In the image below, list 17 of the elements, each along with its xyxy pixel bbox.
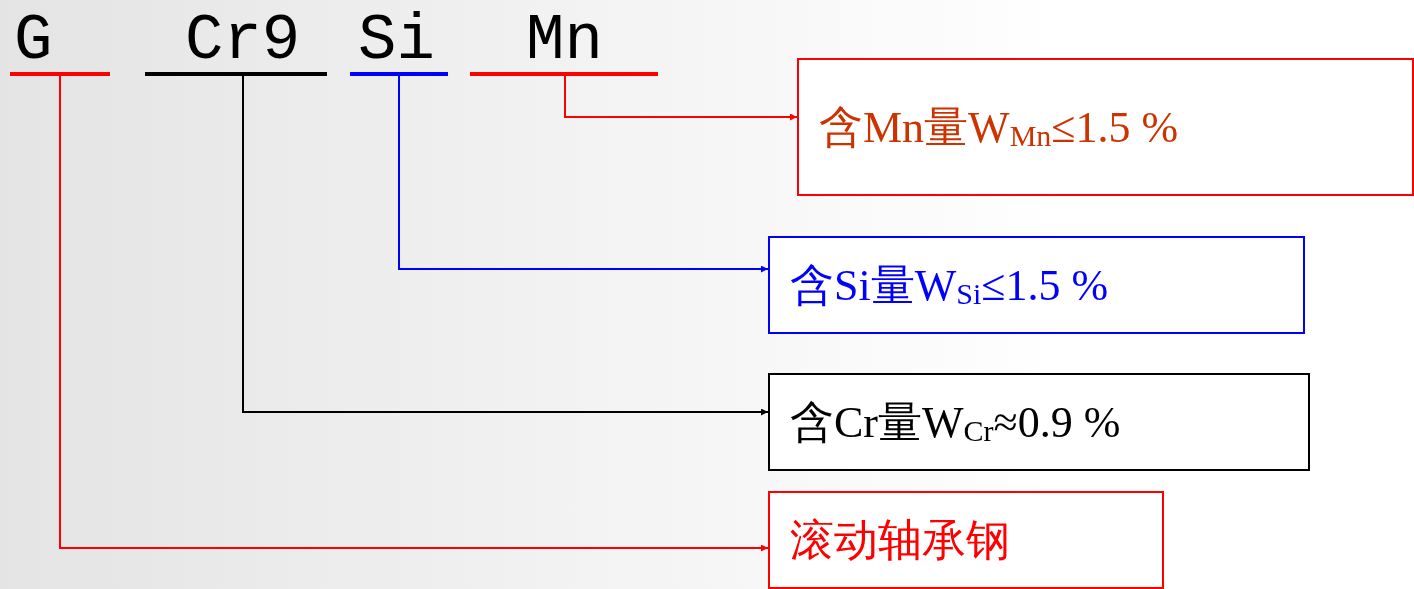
grade-symbol: Si [358,10,435,72]
box-label: 含Si量W$_{Si}$≤1.5 % [790,259,1109,312]
grade-symbol: G [14,10,53,72]
text-box [768,236,1305,334]
grade-symbol: Cr9 [185,10,301,72]
leader-arrow [242,75,769,416]
leader-arrow [564,75,798,121]
leader-arrow [59,75,769,552]
box-label: 含Mn量W$_{Mn}$≤1.5 % [819,101,1179,154]
leader-arrow [398,75,769,273]
underlined-symbol [350,10,448,76]
box-label: 含Cr量W$_{Cr}$≈0.9 % [790,396,1121,449]
text-box [797,58,1414,196]
text-box [768,373,1310,471]
box-label: 滚动轴承钢 [790,514,1010,567]
text-box [768,491,1164,589]
grade-symbol: Mn [526,10,603,72]
